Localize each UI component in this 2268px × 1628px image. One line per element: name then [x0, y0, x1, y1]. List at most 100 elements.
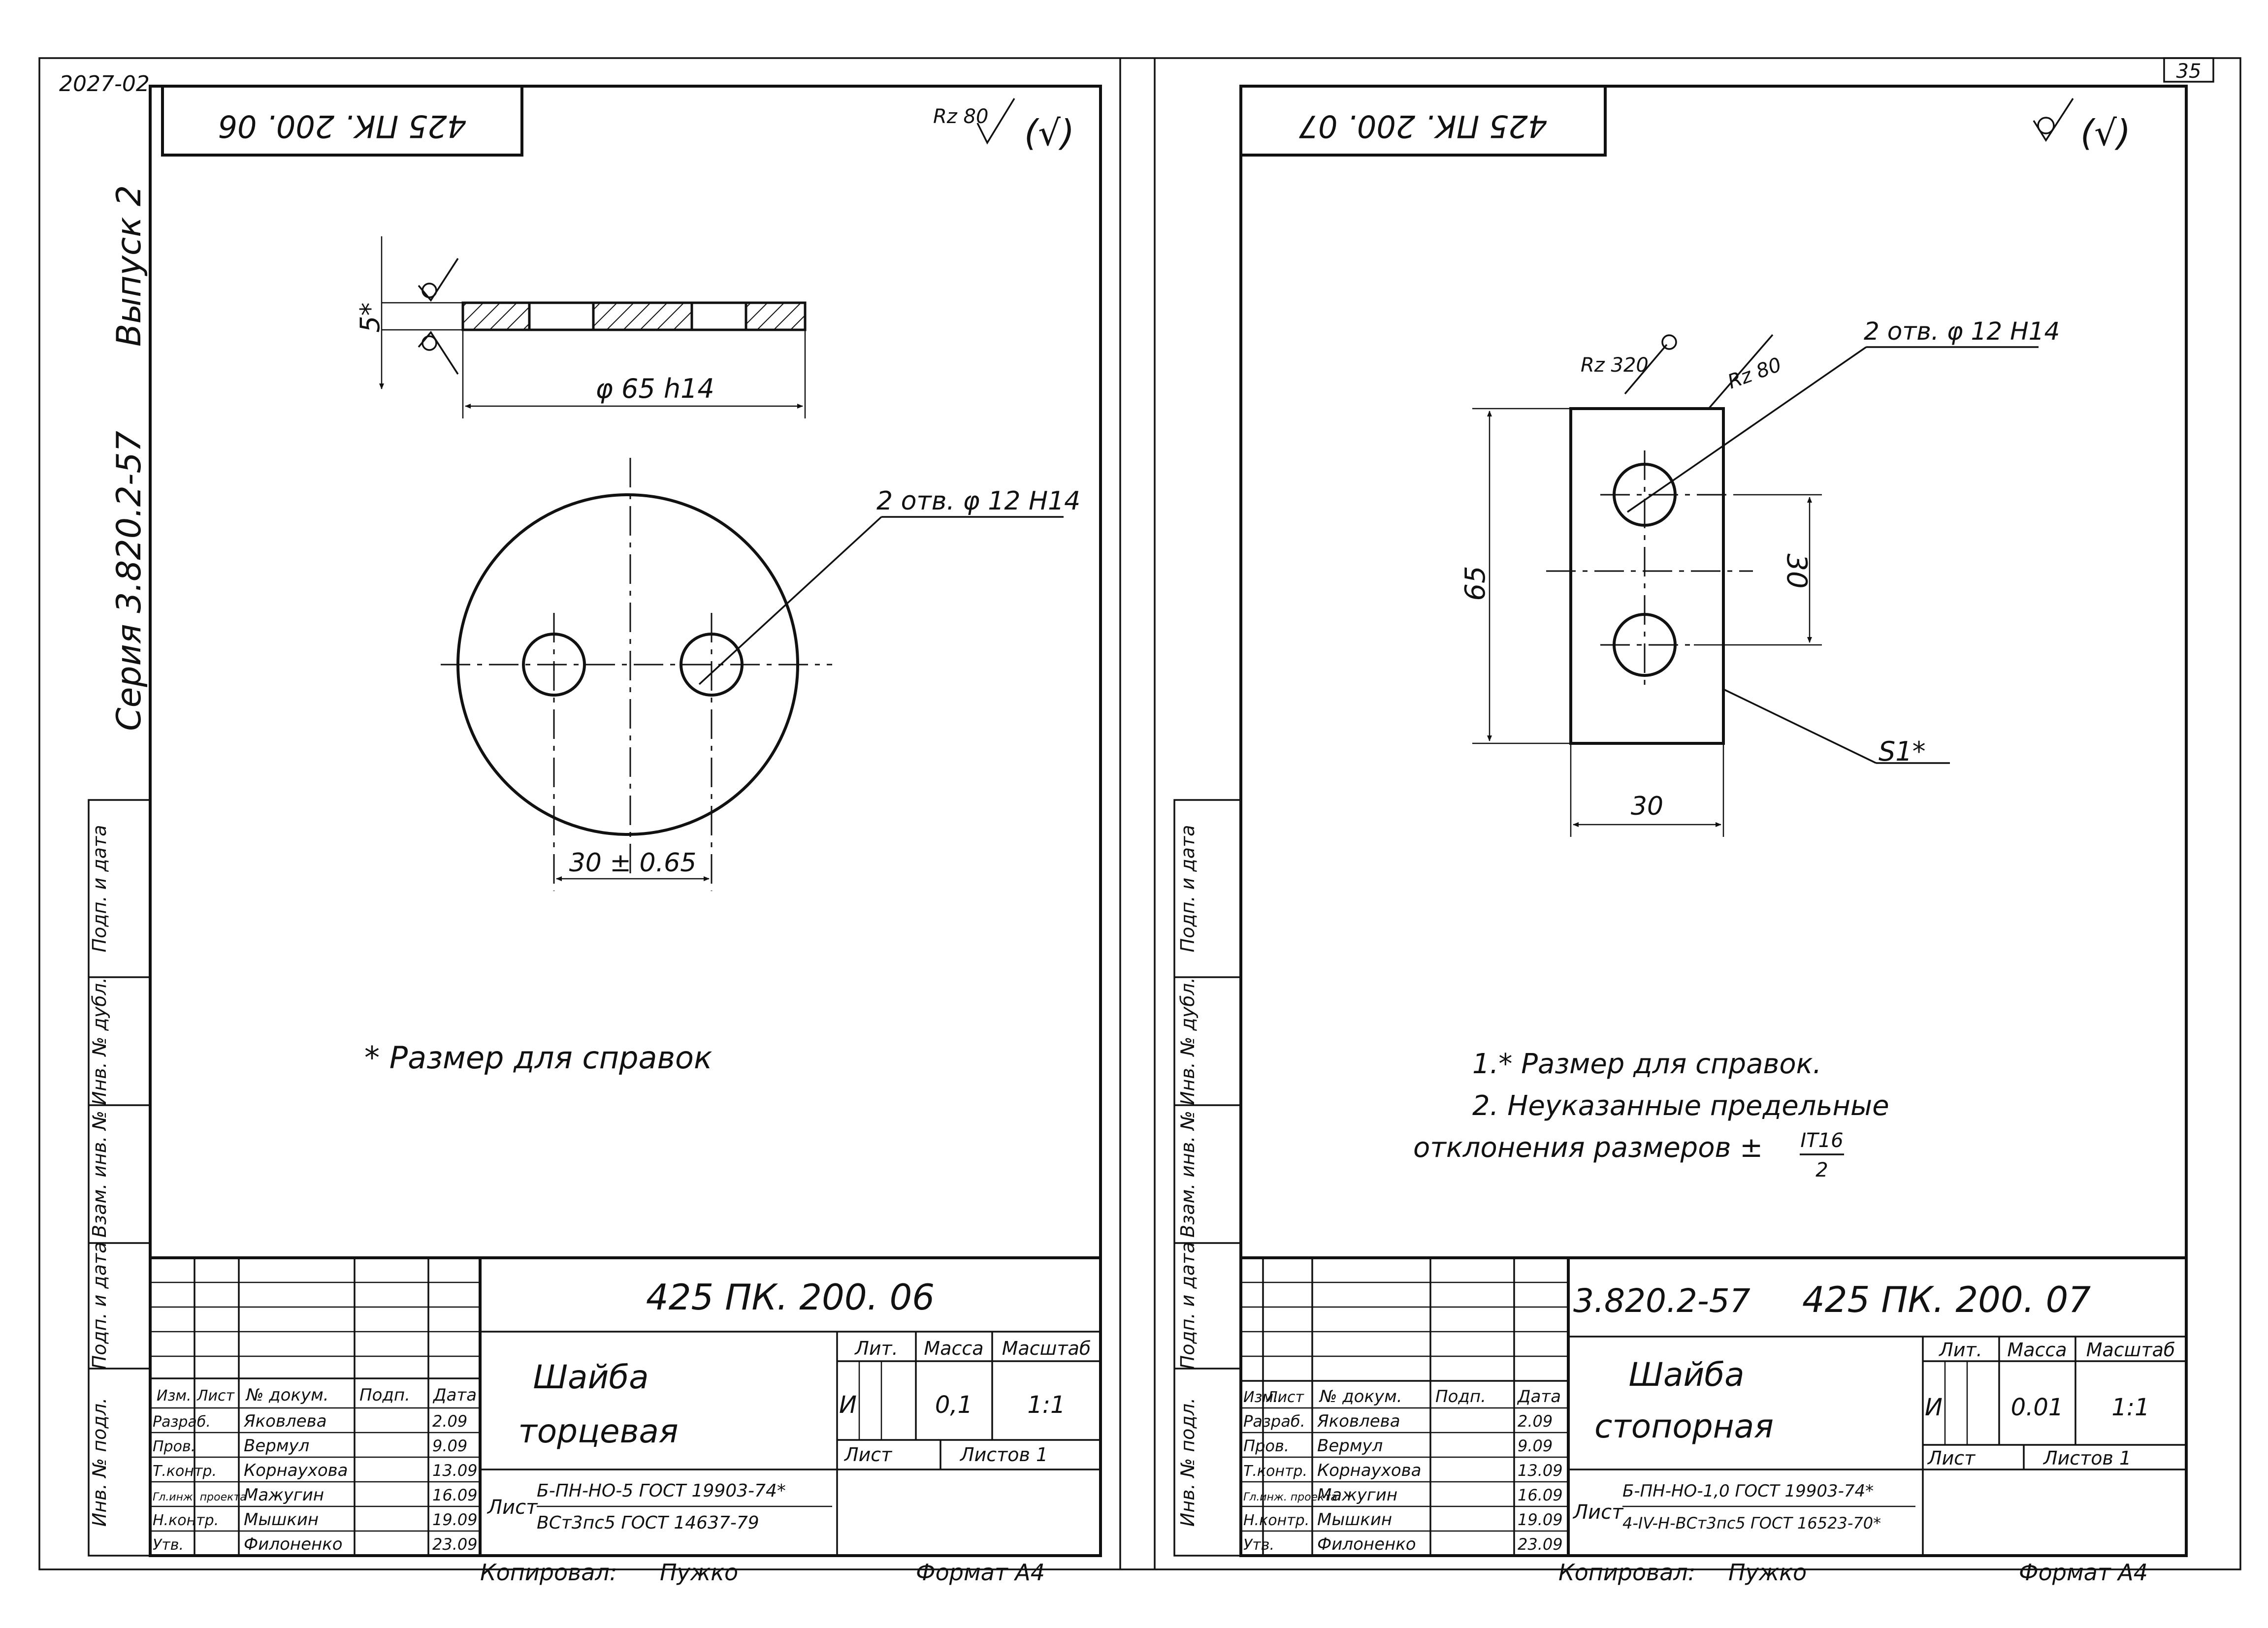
- role: Утв.: [153, 1536, 184, 1554]
- person-name: Филоненко: [1317, 1534, 1416, 1554]
- left-top-code: 425 ПК. 200. 06: [218, 108, 467, 144]
- left-spacing-dim: 30 ± 0.65: [569, 848, 697, 878]
- person-name: Яковлева: [1317, 1411, 1400, 1431]
- right-side-stamp: Подп. и дата Инв. № дубл. Взам. инв. № П…: [1173, 799, 1242, 1557]
- date: 13.09: [432, 1461, 478, 1480]
- sheets-label: Листов 1: [959, 1444, 1048, 1466]
- role: Разраб.: [153, 1413, 211, 1431]
- lit-value: И: [1925, 1394, 1943, 1421]
- scale-value: 1:1: [1027, 1391, 1065, 1419]
- col-header: Изм.: [157, 1387, 192, 1405]
- person-name: Мажугин: [244, 1485, 324, 1505]
- person-name: Корнаухова: [1317, 1461, 1422, 1480]
- side-stamp-label: Взам. инв. №: [1177, 1111, 1199, 1238]
- plate-outline: [1569, 407, 1725, 745]
- person-name: Мажугин: [1317, 1485, 1397, 1505]
- sheets-label: Листов 1: [2042, 1447, 2131, 1469]
- date: 16.09: [1518, 1486, 1563, 1504]
- material-prefix: Лист: [1572, 1501, 1624, 1524]
- right-part-name-1: Шайба: [1628, 1356, 1744, 1394]
- right-title-code: 425 ПК. 200. 07: [1802, 1279, 2091, 1320]
- header-lit: Лит.: [854, 1338, 898, 1359]
- left-side-view: 5* φ 65 h14: [355, 236, 807, 418]
- sheet-label: Лист: [843, 1444, 893, 1466]
- left-side-stamp: Подп. и дата Инв. № дубл. Взам. инв. № П…: [88, 799, 151, 1557]
- scale-value: 1:1: [2111, 1394, 2149, 1421]
- col-header: № докум.: [1319, 1387, 1402, 1406]
- material-line-2: 4-IV-Н-ВСт3пс5 ГОСТ 16523-70*: [1622, 1514, 1881, 1532]
- date: 19.09: [1518, 1510, 1563, 1529]
- right-width-dim: 30: [1631, 792, 1663, 821]
- left-part-name-1: Шайба: [533, 1358, 648, 1396]
- col-header: № докум.: [245, 1385, 329, 1405]
- left-note: * Размер для справок: [364, 1040, 713, 1076]
- copied-by-label: Копировал:: [480, 1559, 617, 1586]
- left-title-code: 425 ПК. 200. 06: [646, 1277, 935, 1318]
- left-front-view: 2 отв. φ 12 H14 30 ± 0.65: [441, 458, 1080, 891]
- right-holes-callout: 2 отв. φ 12 H14: [1864, 317, 2060, 346]
- corner-number: 2027-02: [59, 71, 150, 96]
- right-series-code: 3.820.2-57: [1573, 1282, 1750, 1320]
- side-stamp-label: Инв. № подл.: [1177, 1398, 1199, 1527]
- role: Утв.: [1243, 1536, 1274, 1554]
- left-roughness-symbol: Rz 80 (√): [933, 98, 1074, 154]
- right-plate-view: 65 30 30 S1* Rz 320 Rz 80: [1459, 317, 2060, 837]
- right-height-dim: 65: [1459, 566, 1491, 601]
- date: 9.09: [432, 1436, 467, 1455]
- header-lit: Лит.: [1938, 1339, 1982, 1361]
- col-header: Дата: [432, 1385, 477, 1405]
- side-stamp-label: Подп. и дата: [89, 1242, 110, 1370]
- right-rz320: Rz 320: [1581, 354, 1649, 377]
- header-mass: Масса: [924, 1338, 983, 1359]
- left-holes-callout: 2 отв. φ 12 H14: [876, 486, 1080, 516]
- material-line-2: ВСт3пс5 ГОСТ 14637-79: [537, 1513, 759, 1533]
- col-header: Подп.: [1435, 1387, 1486, 1406]
- page-number-box: [2163, 57, 2214, 83]
- mass-value: 0.01: [2011, 1394, 2064, 1421]
- page-number: 35: [2176, 60, 2202, 83]
- copied-by-label: Копировал:: [1558, 1559, 1695, 1586]
- right-spacing-dim: 30: [1781, 553, 1813, 588]
- role: Т.контр.: [1243, 1463, 1307, 1480]
- date: 23.09: [1518, 1535, 1563, 1554]
- mass-value: 0,1: [935, 1391, 972, 1419]
- page-outer-border: [38, 57, 2241, 1570]
- role: Н.контр.: [1243, 1512, 1309, 1529]
- left-title-block: Изм. Лист № докум. Подп. Дата Разраб. Як…: [149, 1256, 1102, 1557]
- series-label: Серия 3.820.2-57: [110, 431, 149, 731]
- left-sheet: Подп. и дата Инв. № дубл. Взам. инв. № П…: [88, 85, 1102, 1557]
- role: Гл.инж. проекта: [153, 1491, 247, 1503]
- left-diameter-dim: φ 65 h14: [595, 373, 714, 404]
- material-line-1: Б-ПН-НО-1,0 ГОСТ 19903-74*: [1622, 1481, 1874, 1501]
- right-note-frac-top: IT16: [1800, 1129, 1843, 1152]
- role: Гл.инж. проекта: [1243, 1491, 1337, 1503]
- material-prefix: Лист: [486, 1496, 538, 1519]
- date: 2.09: [432, 1412, 467, 1431]
- role: Разраб.: [1243, 1412, 1305, 1431]
- col-header: Лист: [1266, 1389, 1305, 1406]
- person-name: Яковлева: [243, 1411, 327, 1431]
- date: 16.09: [432, 1486, 478, 1504]
- role: Н.контр.: [153, 1512, 219, 1529]
- right-frame: [1239, 85, 2188, 1557]
- col-header: Подп.: [359, 1385, 410, 1405]
- date: 23.09: [432, 1535, 478, 1554]
- side-stamp-label: Инв. № дубл.: [89, 977, 110, 1105]
- side-stamp-label: Подп. и дата: [1177, 825, 1199, 953]
- role: Пров.: [1243, 1436, 1289, 1455]
- person-name: Филоненко: [244, 1534, 343, 1554]
- side-stamp-label: Инв. № подл.: [89, 1398, 110, 1527]
- person-name: Вермул: [244, 1436, 309, 1456]
- right-thickness-dim: S1*: [1879, 736, 1926, 767]
- person-name: Мышкин: [1317, 1510, 1392, 1530]
- right-note-1: 1.* Размер для справок.: [1472, 1048, 1821, 1080]
- right-sheet: Подп. и дата Инв. № дубл. Взам. инв. № П…: [1173, 85, 2188, 1557]
- left-thickness-dim: 5*: [355, 302, 386, 332]
- right-title-block: Изм. Лист № докум. Подп. Дата Разраб. Як…: [1239, 1256, 2188, 1557]
- side-stamp-label: Взам. инв. №: [89, 1111, 110, 1238]
- left-top-code-box: [161, 85, 523, 157]
- right-top-code: 425 ПК. 200. 07: [1299, 108, 1548, 144]
- issue-label: Выпуск 2: [110, 185, 149, 347]
- right-note-2: 2. Неуказанные предельные: [1472, 1090, 1889, 1122]
